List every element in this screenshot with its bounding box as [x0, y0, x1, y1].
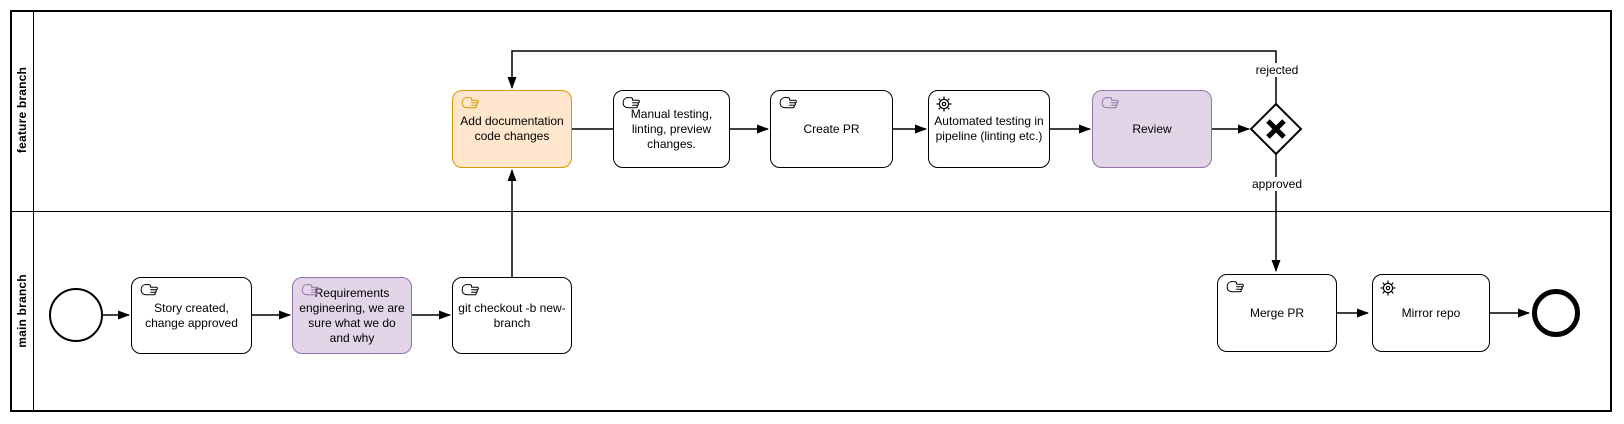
edge-label-approved: approved: [1249, 177, 1305, 191]
task-label: Automated testing in pipeline (linting e…: [934, 114, 1044, 143]
end-event[interactable]: [1532, 289, 1580, 337]
manual-task-icon: [139, 283, 159, 298]
task-requirements-engineering[interactable]: Requirements engineering, we are sure wh…: [292, 277, 412, 354]
flow-rejected-loop[interactable]: [507, 50, 1277, 104]
task-story-created[interactable]: Story created, change approved: [131, 277, 252, 354]
task-git-checkout[interactable]: git checkout -b new-branch: [452, 277, 572, 354]
task-label: Create PR: [803, 121, 860, 136]
manual-task-icon: [460, 283, 480, 298]
task-create-pr[interactable]: Create PR: [770, 90, 893, 168]
gateway-x-icon: [1266, 119, 1286, 139]
task-label: Story created, change approved: [145, 300, 238, 330]
lane-divider: [10, 211, 1612, 212]
manual-task-icon: [1100, 96, 1120, 111]
task-automated-testing[interactable]: Automated testing in pipeline (linting e…: [928, 90, 1050, 168]
manual-task-icon: [300, 283, 320, 298]
exclusive-gateway[interactable]: [1249, 102, 1303, 156]
manual-task-icon: [778, 96, 798, 111]
task-label: Requirements engineering, we are sure wh…: [299, 285, 405, 345]
service-task-icon: [1380, 280, 1396, 296]
manual-task-icon: [621, 96, 641, 111]
edge-label-rejected: rejected: [1253, 63, 1301, 77]
manual-task-icon: [1225, 280, 1245, 295]
task-review[interactable]: Review: [1092, 90, 1212, 168]
task-manual-testing[interactable]: Manual testing, linting, preview changes…: [613, 90, 730, 168]
task-label: Manual testing, linting, preview changes…: [630, 106, 713, 151]
manual-task-icon: [460, 96, 480, 111]
task-mirror-repo[interactable]: Mirror repo: [1372, 274, 1490, 352]
task-label: Mirror repo: [1401, 305, 1461, 320]
start-event[interactable]: [49, 288, 103, 342]
task-label: Review: [1132, 121, 1172, 136]
task-label: git checkout -b new-branch: [458, 300, 566, 330]
task-merge-pr[interactable]: Merge PR: [1217, 274, 1337, 352]
task-label: Merge PR: [1249, 305, 1305, 320]
task-add-documentation[interactable]: Add documentation code changes: [452, 90, 572, 168]
service-task-icon: [936, 96, 952, 112]
task-label: Add documentation code changes: [460, 114, 564, 143]
